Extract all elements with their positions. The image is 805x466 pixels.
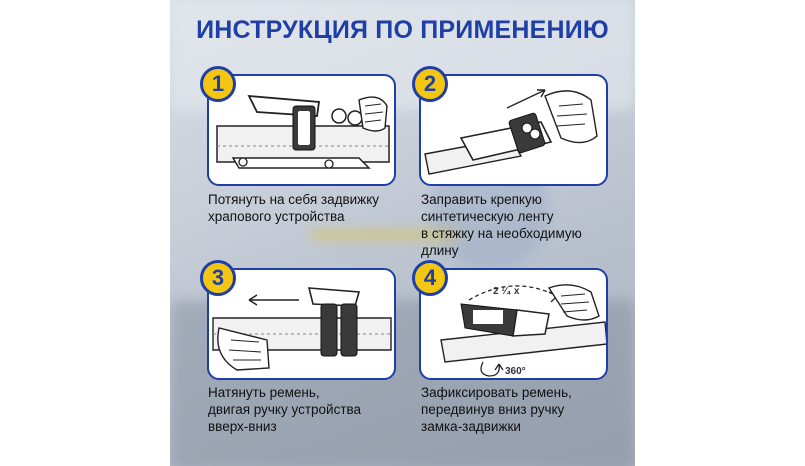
step-2-badge: 2: [412, 66, 448, 102]
step-2-caption-line: в стяжку на необходимую: [421, 226, 582, 241]
step-4-caption: Зафиксировать ремень, передвинув вниз ру…: [421, 384, 626, 435]
background-scene-strap: [310, 230, 460, 240]
step-4-caption-line: Зафиксировать ремень,: [421, 385, 572, 400]
step-2-illustration-panel: [419, 74, 608, 186]
step-1-caption-line: храпового устройства: [208, 209, 345, 224]
step-1-illustration-panel: [207, 74, 396, 186]
step-3-illustration-panel: [207, 268, 396, 380]
step-1-caption: Потянуть на себя задвижку храпового устр…: [208, 191, 413, 225]
step-3-caption: Натянуть ремень, двигая ручку устройства…: [208, 384, 413, 435]
step-4-badge: 4: [412, 260, 448, 296]
turns-annotation: 2 ¹⁄₄ x: [493, 286, 520, 297]
ratchet-pull-icon: [216, 94, 390, 169]
ratchet-lock-icon: 2 ¹⁄₄ x 360°: [440, 284, 606, 377]
step-3-badge: 3: [200, 260, 236, 296]
step-1-caption-line: Потянуть на себя задвижку: [208, 192, 380, 207]
step-2-caption: Заправить крепкую синтетическую ленту в …: [421, 191, 626, 259]
step-2-caption-line: длину: [421, 243, 459, 258]
page-title: ИНСТРУКЦИЯ ПО ПРИМЕНЕНИЮ: [196, 16, 609, 44]
ratchet-thread-strap-icon: [424, 89, 598, 175]
step-3-caption-line: вверх-вниз: [208, 419, 277, 434]
step-3-caption-line: двигая ручку устройства: [208, 402, 362, 417]
step-2-caption-line: синтетическую ленту: [421, 209, 554, 224]
step-4-illustration-panel: 2 ¹⁄₄ x 360°: [419, 268, 608, 380]
instruction-card: ИНСТРУКЦИЯ ПО ПРИМЕНЕНИЮ 1 Потянуть на с…: [170, 0, 635, 466]
step-2-caption-line: Заправить крепкую: [421, 192, 542, 207]
step-4-caption-line: замка-задвижки: [421, 419, 521, 434]
rotation-annotation: 360°: [505, 366, 526, 377]
step-3-caption-line: Натянуть ремень,: [208, 385, 320, 400]
ratchet-tighten-icon: [212, 287, 392, 371]
step-1-badge: 1: [200, 66, 236, 102]
step-4-caption-line: передвинув вниз ручку: [421, 402, 565, 417]
